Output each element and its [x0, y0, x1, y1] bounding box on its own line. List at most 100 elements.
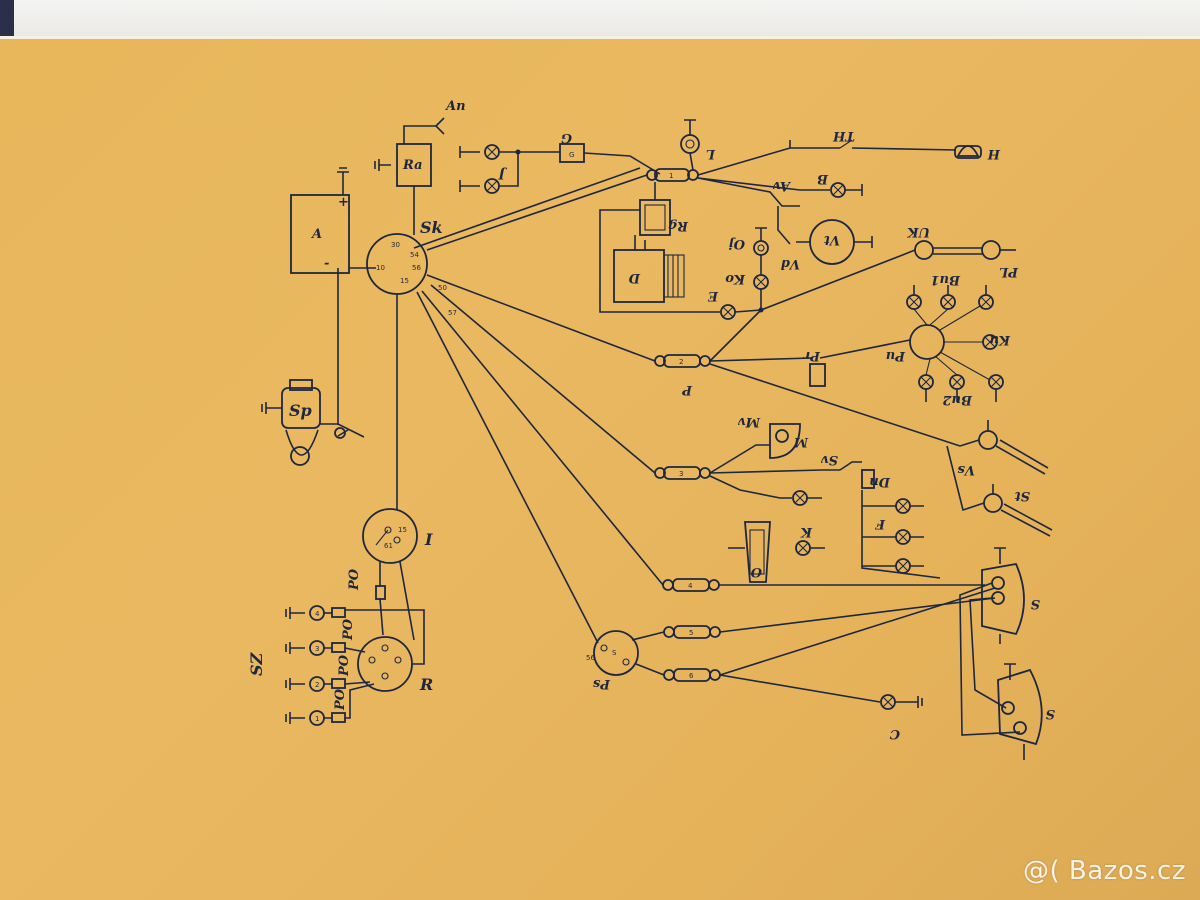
switch-box: Sk 30 54 56 15 10 50 57	[366, 218, 457, 317]
svg-text:SZ: SZ	[247, 651, 266, 676]
svg-text:50: 50	[438, 284, 447, 292]
svg-text:Sp: Sp	[289, 401, 312, 420]
spark-plug-4: 4	[285, 605, 346, 621]
svg-text:O: O	[750, 564, 762, 579]
charge-lamp: Ko	[725, 271, 769, 310]
oil-lamp: Oj	[729, 227, 769, 275]
fuse-4: 4	[421, 290, 985, 592]
fuse-3: 3	[430, 284, 840, 499]
svg-text:S: S	[1031, 596, 1040, 611]
svg-text:Vs: Vs	[957, 462, 975, 477]
interior-lamp: B Av	[697, 171, 863, 207]
fuse-5: 5	[631, 597, 996, 641]
svg-text:57: 57	[448, 309, 457, 317]
svg-text:Mv: Mv	[738, 414, 761, 429]
dimmer-switch: S Ps 56	[416, 291, 639, 691]
svg-text:PO: PO	[337, 654, 352, 677]
svg-text:G: G	[561, 130, 572, 145]
svg-text:Pr: Pr	[802, 348, 821, 363]
svg-text:4: 4	[315, 610, 320, 618]
svg-text:D: D	[628, 270, 641, 285]
indicator-switch: UK PL	[899, 224, 1019, 279]
svg-text:Av: Av	[772, 178, 792, 193]
lamp-c: C	[880, 694, 923, 741]
distributor: R SZ	[247, 609, 433, 694]
svg-text:-: -	[324, 256, 329, 271]
fuse-6: 6	[635, 587, 996, 703]
svg-text:P: P	[681, 382, 693, 397]
svg-text:UK: UK	[907, 224, 930, 239]
svg-text:K: K	[800, 524, 813, 539]
svg-text:1: 1	[669, 172, 673, 180]
svg-text:+: +	[338, 195, 349, 210]
svg-text:PL: PL	[999, 264, 1019, 279]
svg-text:M: M	[793, 434, 809, 449]
paper-page	[0, 36, 1200, 900]
fan-motor: Vt Vd	[777, 206, 873, 271]
svg-text:6: 6	[689, 672, 694, 680]
svg-text:Pu: Pu	[886, 348, 906, 363]
svg-text:Ra: Ra	[402, 158, 423, 173]
wiper-switch: Sv Dn F	[821, 452, 941, 579]
svg-text:54: 54	[410, 251, 419, 259]
svg-text:10: 10	[376, 264, 385, 272]
dynamo: D	[613, 235, 685, 303]
indicator-stalks: Vs St	[946, 420, 1053, 537]
svg-text:R: R	[419, 675, 433, 694]
svg-text:Vt: Vt	[824, 232, 840, 247]
svg-text:J: J	[498, 166, 508, 181]
generator-indicator: G G	[559, 130, 661, 175]
regulator: Rg	[599, 182, 720, 313]
wire-feed-1	[413, 167, 641, 249]
svg-text:56: 56	[412, 264, 421, 272]
battery: A + -	[290, 167, 376, 425]
svg-text:Sk: Sk	[420, 218, 443, 237]
ignition-switch: 15 61 I PO	[347, 294, 433, 641]
indicator-relay: Pu Ku Bu1 Bu2	[819, 272, 1011, 407]
horn: L TH H	[680, 119, 1001, 176]
fuse-1-junction: 1	[426, 168, 699, 251]
svg-text:Oj: Oj	[729, 236, 745, 251]
svg-text:St: St	[1015, 488, 1030, 503]
svg-text:Ku: Ku	[990, 332, 1011, 347]
svg-text:PO: PO	[333, 688, 348, 711]
paper-edge	[0, 36, 1200, 39]
fuse-2: 2 P Pr	[426, 274, 961, 447]
svg-text:An: An	[444, 99, 466, 114]
svg-text:Vd: Vd	[781, 256, 800, 271]
svg-text:I: I	[424, 530, 433, 549]
indicator-e: E	[707, 255, 901, 320]
svg-text:Rg: Rg	[668, 218, 689, 233]
spark-plug-3: 3 PO	[285, 618, 366, 656]
svg-text:3: 3	[315, 645, 319, 653]
svg-text:C: C	[889, 726, 900, 741]
svg-text:5: 5	[689, 629, 693, 637]
spark-plug-2: 2 PO	[285, 654, 371, 692]
svg-text:2: 2	[315, 681, 319, 689]
svg-text:E: E	[707, 288, 719, 303]
svg-text:1: 1	[315, 715, 319, 723]
starter-motor: Sp	[261, 379, 365, 466]
svg-text:56: 56	[586, 654, 595, 662]
svg-text:Ko: Ko	[725, 271, 746, 286]
svg-text:3: 3	[679, 470, 683, 478]
spark-plug-1: 1 PO	[285, 683, 375, 726]
svg-text:15: 15	[400, 277, 409, 285]
svg-text:PO: PO	[341, 618, 356, 641]
svg-text:Bu1: Bu1	[931, 272, 962, 287]
svg-text:H: H	[987, 146, 1001, 161]
svg-text:Dn: Dn	[869, 474, 891, 489]
instrument-lamp: M Mv	[738, 414, 809, 459]
watermark: @( Bazos.cz	[1023, 856, 1186, 886]
svg-text:A: A	[310, 227, 322, 242]
svg-text:15: 15	[398, 526, 407, 534]
svg-text:S: S	[612, 649, 617, 657]
svg-text:61: 61	[384, 542, 393, 550]
spark-plugs: 4 3 PO 2 PO	[285, 605, 375, 726]
svg-text:G: G	[569, 151, 574, 159]
svg-text:4: 4	[688, 582, 693, 590]
instrument-lamps-k: K O	[728, 490, 825, 583]
svg-text:2: 2	[679, 358, 683, 366]
svg-text:B: B	[817, 171, 829, 186]
